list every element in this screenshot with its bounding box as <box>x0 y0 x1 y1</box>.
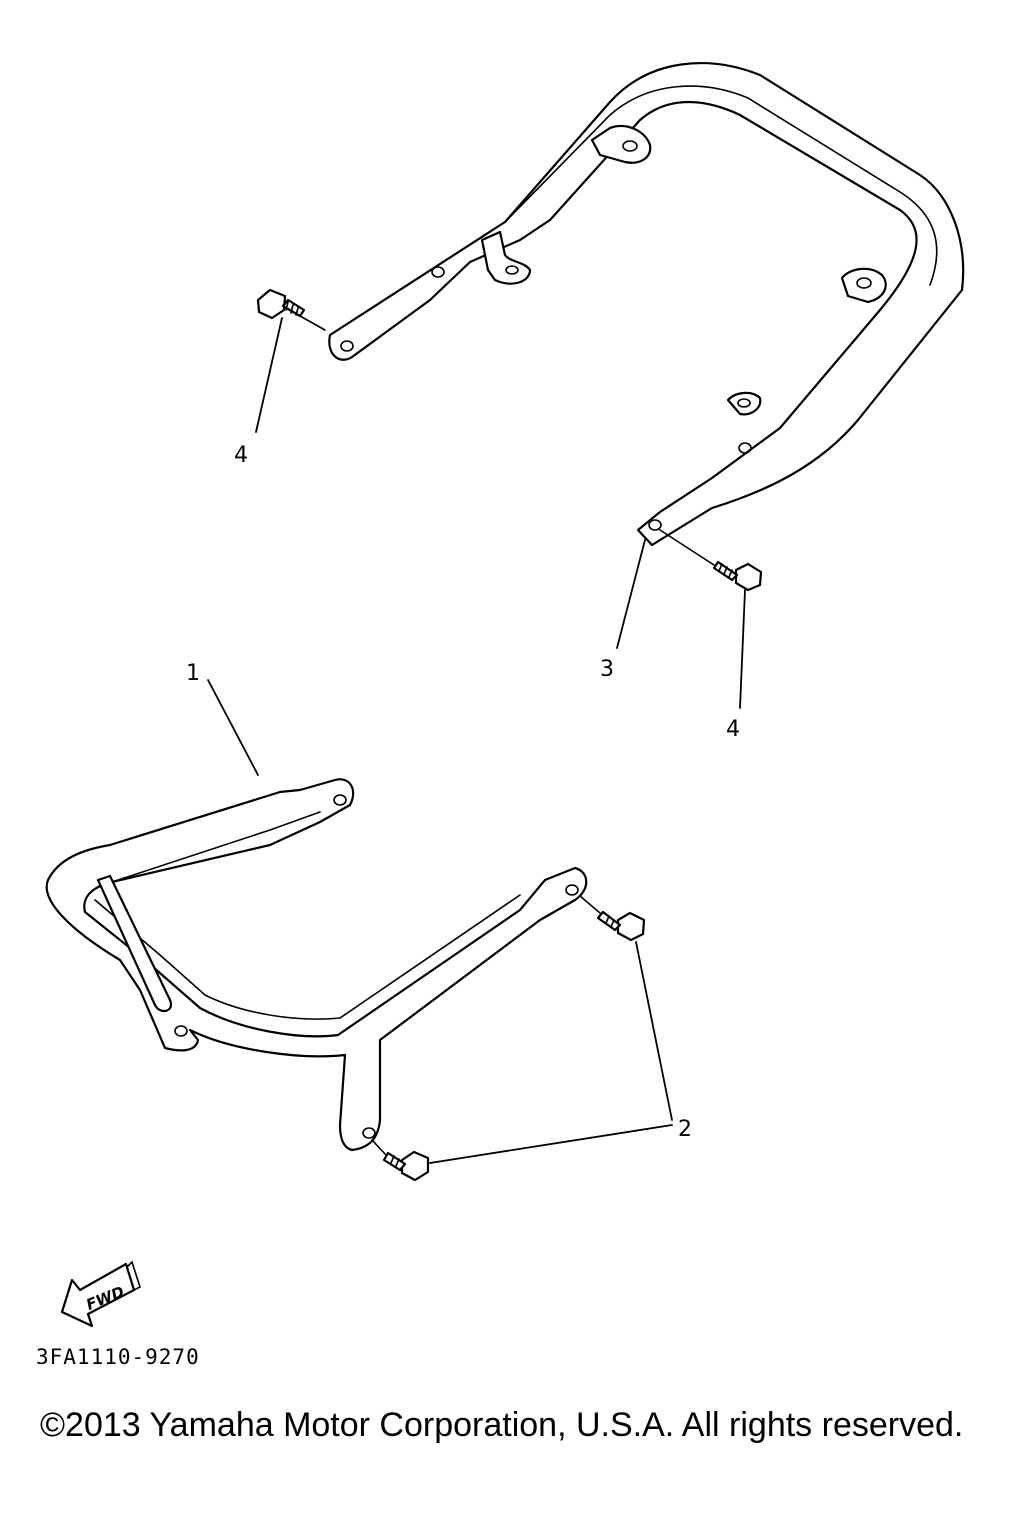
bolt-4-left <box>256 288 306 320</box>
callout-4-left: 4 <box>234 443 248 468</box>
bolt-4-right <box>712 560 763 592</box>
rear-grab-bar <box>328 62 965 547</box>
leader-1 <box>207 679 259 776</box>
side-guard <box>45 778 588 1152</box>
leader-2-b <box>429 1124 673 1164</box>
bolt-2-lower <box>382 1150 430 1182</box>
callout-2: 2 <box>678 1117 692 1142</box>
copyright-notice: ©2013 Yamaha Motor Corporation, U.S.A. A… <box>40 1406 963 1444</box>
callout-1: 1 <box>186 661 200 686</box>
leader-4-right <box>739 589 746 709</box>
bolt-2-upper <box>596 910 646 942</box>
leader-4-left <box>255 317 283 433</box>
drawing-code: 3FA1110-9270 <box>36 1345 200 1369</box>
leader-3 <box>616 539 646 649</box>
fwd-arrow-icon: FWD <box>60 1260 141 1328</box>
callout-3: 3 <box>600 657 614 682</box>
leader-2-a <box>635 941 673 1121</box>
callout-4-right: 4 <box>726 717 740 742</box>
